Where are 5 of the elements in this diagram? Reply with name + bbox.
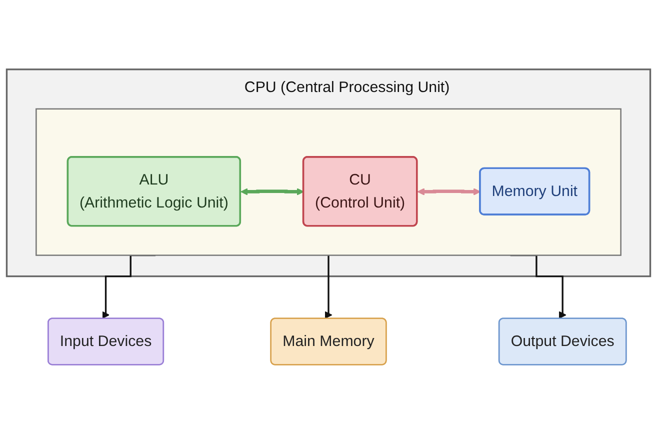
arrow: [240, 188, 304, 196]
cluster: [36, 108, 622, 256]
cluster: [6, 68, 652, 278]
arrow: [417, 188, 481, 196]
arrow: [324, 254, 332, 319]
